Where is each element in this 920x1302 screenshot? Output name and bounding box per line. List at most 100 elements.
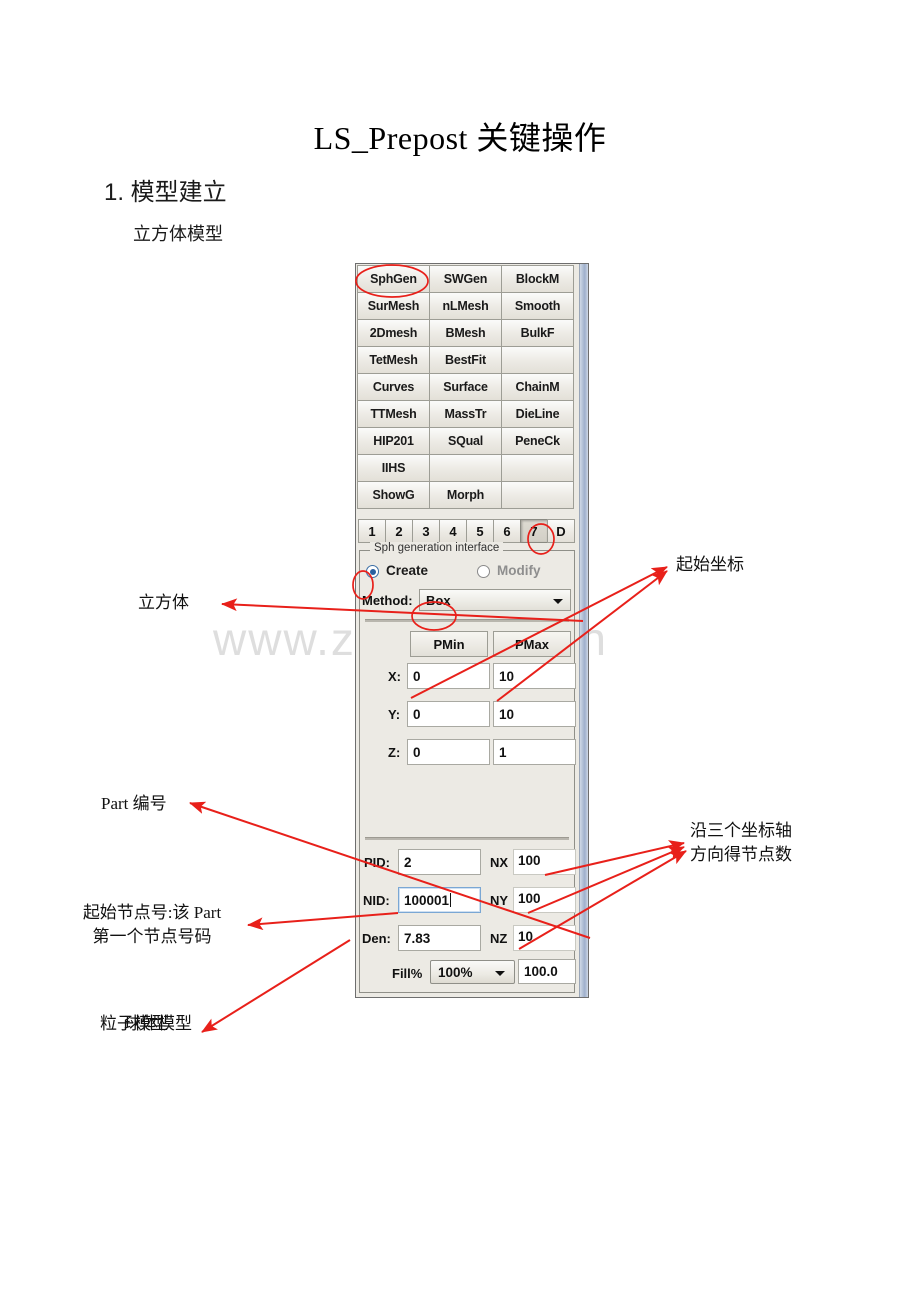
input-y-pmax[interactable]: 10 [493, 701, 576, 727]
button-showg[interactable]: ShowG [357, 481, 430, 509]
annotation-sphere-model: 球体模型 [124, 1014, 192, 1033]
group-legend: Sph generation interface [370, 542, 504, 554]
button-row: 2Dmesh BMesh BulkF [357, 319, 577, 347]
section-heading: 1. 模型建立 [104, 179, 227, 206]
sph-generation-group: Sph generation interface Create Modify M… [359, 542, 576, 993]
button-squal[interactable]: SQual [429, 427, 502, 455]
button-sphgen[interactable]: SphGen [357, 265, 430, 293]
lsprepost-panel: SphGen SWGen BlockM SurMesh nLMesh Smoot… [355, 263, 589, 998]
chevron-down-icon [553, 599, 563, 604]
button-ttmesh[interactable]: TTMesh [357, 400, 430, 428]
input-x-pmax[interactable]: 10 [493, 663, 576, 689]
button-iihs[interactable]: IIHS [357, 454, 430, 482]
pmin-header-button[interactable]: PMin [410, 631, 488, 657]
button-swgen[interactable]: SWGen [429, 265, 502, 293]
tab-1[interactable]: 1 [358, 519, 386, 543]
button-smooth[interactable]: Smooth [501, 292, 574, 320]
button-row: SurMesh nLMesh Smooth [357, 292, 577, 320]
button-hip201[interactable]: HIP201 [357, 427, 430, 455]
button-surmesh[interactable]: SurMesh [357, 292, 430, 320]
button-tetmesh[interactable]: TetMesh [357, 346, 430, 374]
input-x-pmin[interactable]: 0 [407, 663, 490, 689]
method-select[interactable]: Box [419, 589, 571, 611]
arrow-den-to-particlemodel [201, 939, 351, 1033]
method-label: Method: [362, 593, 413, 608]
annotation-cube: 立方体 [138, 593, 189, 612]
button-empty [501, 346, 574, 374]
label-fill-percent: Fill% [392, 966, 423, 981]
label-y: Y: [388, 707, 401, 722]
button-row: TetMesh BestFit [357, 346, 577, 374]
button-curves[interactable]: Curves [357, 373, 430, 401]
input-fill-numeric[interactable]: 100.0 [518, 959, 576, 984]
button-row: IIHS [357, 454, 577, 482]
tab-7[interactable]: 7 [520, 519, 548, 543]
label-nx: NX [490, 855, 509, 870]
tab-d[interactable]: D [547, 519, 575, 543]
module-button-grid: SphGen SWGen BlockM SurMesh nLMesh Smoot… [357, 265, 577, 509]
method-value: Box [426, 592, 451, 608]
value-nx: 100 [518, 853, 541, 868]
label-z: Z: [388, 745, 401, 760]
button-bulkf[interactable]: BulkF [501, 319, 574, 347]
button-chainm[interactable]: ChainM [501, 373, 574, 401]
method-row: Method: Box [362, 589, 574, 613]
divider [365, 837, 569, 840]
annotation-node-counts-line2: 方向得节点数 [690, 845, 792, 864]
radio-modify-label: Modify [497, 563, 541, 578]
panel-scrollbar[interactable] [579, 264, 588, 997]
input-z-pmin[interactable]: 0 [407, 739, 490, 765]
button-nlmesh[interactable]: nLMesh [429, 292, 502, 320]
chevron-down-icon [495, 971, 505, 976]
tab-5[interactable]: 5 [466, 519, 494, 543]
text-caret [450, 893, 452, 907]
annotation-node-counts-line1: 沿三个坐标轴 [690, 821, 792, 840]
button-morph[interactable]: Morph [429, 481, 502, 509]
button-row: ShowG Morph [357, 481, 577, 509]
page-tab-row: 1 2 3 4 5 6 7 D [358, 519, 577, 543]
sub-heading: 立方体模型 [133, 224, 223, 244]
button-masstr[interactable]: MassTr [429, 400, 502, 428]
button-peneck[interactable]: PeneCk [501, 427, 574, 455]
radio-create[interactable] [366, 565, 379, 578]
fill-percent-value: 100% [438, 964, 473, 980]
value-ny: 100 [518, 891, 541, 906]
radio-create-label: Create [386, 563, 429, 578]
input-y-pmin[interactable]: 0 [407, 701, 490, 727]
button-bestfit[interactable]: BestFit [429, 346, 502, 374]
mode-radio-group: Create Modify [366, 561, 570, 583]
button-2dmesh[interactable]: 2Dmesh [357, 319, 430, 347]
tab-3[interactable]: 3 [412, 519, 440, 543]
button-dieline[interactable]: DieLine [501, 400, 574, 428]
button-empty [501, 454, 574, 482]
button-blockm[interactable]: BlockM [501, 265, 574, 293]
input-pid[interactable]: 2 [398, 849, 481, 875]
annotation-particle-model: 粒子模型 [100, 1014, 168, 1033]
tab-2[interactable]: 2 [385, 519, 413, 543]
pmax-header-button[interactable]: PMax [493, 631, 571, 657]
label-pid: PID: [364, 855, 390, 870]
radio-modify[interactable] [477, 565, 490, 578]
label-den: Den: [362, 931, 391, 946]
label-nz: NZ [490, 931, 508, 946]
input-z-pmax[interactable]: 1 [493, 739, 576, 765]
divider [365, 619, 569, 622]
button-surface[interactable]: Surface [429, 373, 502, 401]
input-den[interactable]: 7.83 [398, 925, 481, 951]
value-nz: 10 [518, 929, 534, 944]
button-row: HIP201 SQual PeneCk [357, 427, 577, 455]
annotation-start-node-line2: 第一个节点号码 [92, 927, 212, 946]
tab-4[interactable]: 4 [439, 519, 467, 543]
fill-percent-select[interactable]: 100% [430, 960, 515, 984]
tab-6[interactable]: 6 [493, 519, 521, 543]
value-nid: 100001 [404, 892, 450, 908]
button-row: Curves Surface ChainM [357, 373, 577, 401]
button-bmesh[interactable]: BMesh [429, 319, 502, 347]
annotation-part-id: Part 编号 [101, 794, 167, 813]
button-empty [501, 481, 574, 509]
input-nid[interactable]: 100001 [398, 887, 481, 913]
button-row: SphGen SWGen BlockM [357, 265, 577, 293]
label-x: X: [388, 669, 401, 684]
page-title: LS_Prepost 关键操作 [313, 120, 607, 156]
